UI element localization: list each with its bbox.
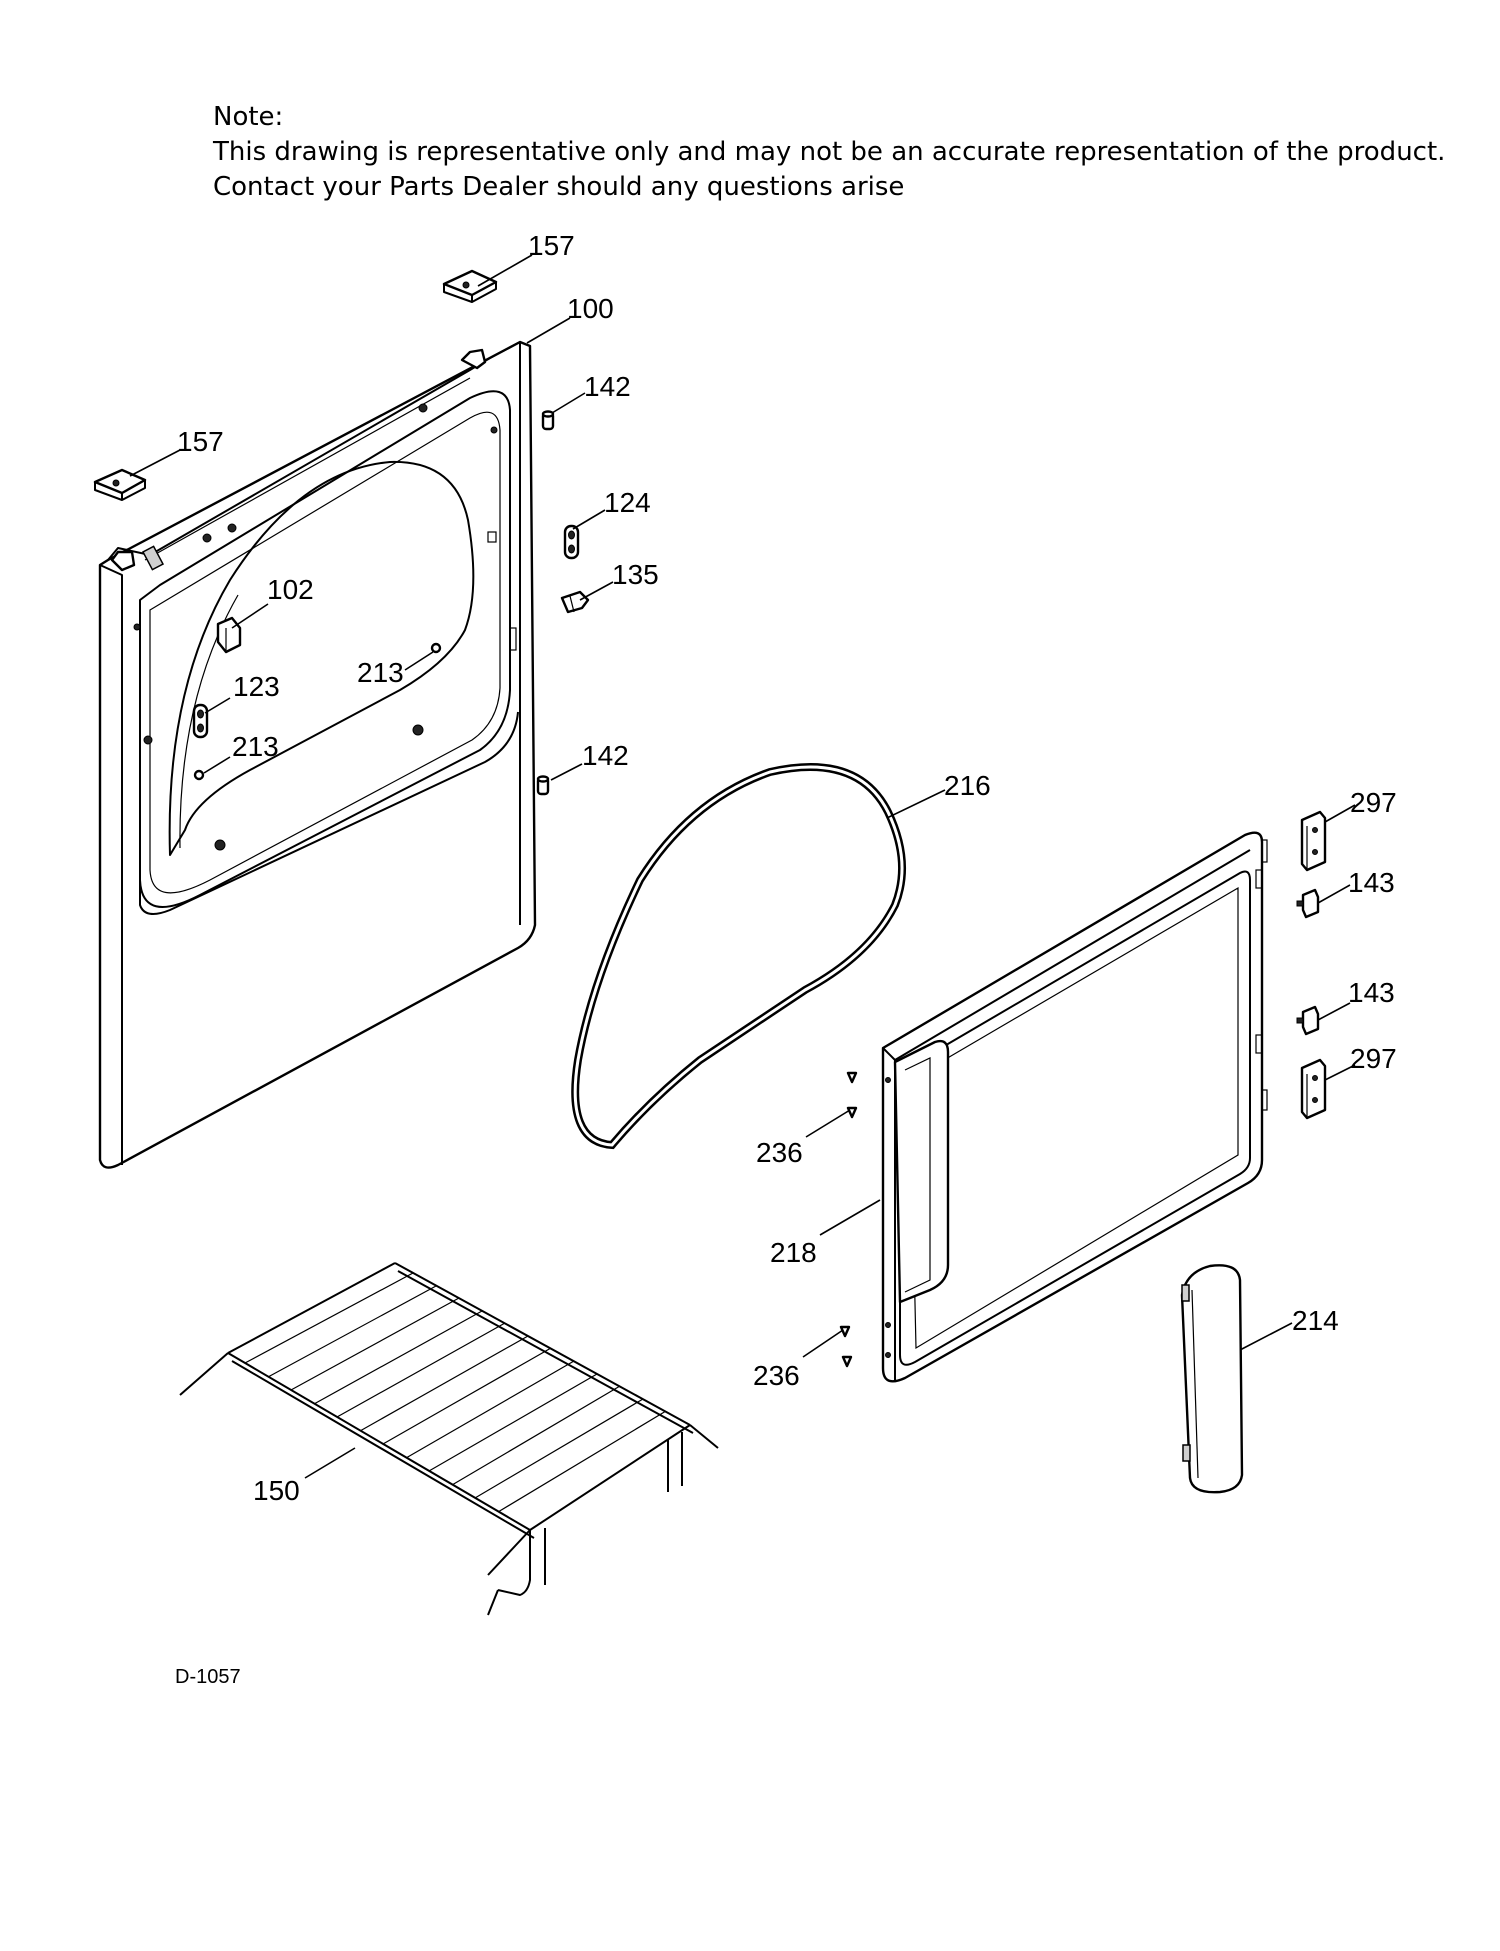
note-line-1: This drawing is representative only and … [213,137,1446,167]
callout-123: 123 [233,671,280,702]
hinge-plate-157-left [93,468,147,501]
callout-124: 124 [604,487,651,518]
diagram-code: D-1057 [175,1666,241,1688]
callout-218: 218 [770,1237,817,1268]
front-panel-part [98,340,537,1169]
callout-213-center: 213 [357,657,404,688]
bumper-142-bottom [536,775,550,796]
callout-236-top: 236 [756,1137,803,1168]
clip-135-part [560,590,590,614]
callout-297-bottom: 297 [1350,1043,1397,1074]
callout-297-top: 297 [1350,787,1397,818]
callout-236-bottom: 236 [753,1360,800,1391]
hinge-pin-143-top [1296,888,1320,919]
callout-214: 214 [1292,1305,1339,1336]
callout-216: 216 [944,770,991,801]
door-assembly-part [881,831,1268,1383]
screw-236-bottom-parts [839,1325,853,1368]
callout-142-top: 142 [584,371,631,402]
callout-143-top: 143 [1348,867,1395,898]
screw-236-top-parts [846,1071,858,1119]
hinge-297-bottom [1300,1058,1327,1120]
drying-rack-part [179,1262,719,1616]
hinge-pin-143-bottom [1296,1005,1320,1036]
callout-100: 100 [567,293,614,324]
note-line-2: Contact your Parts Dealer should any que… [213,172,905,202]
callout-102: 102 [267,574,314,605]
callout-143-bottom: 143 [1348,977,1395,1008]
door-switch-part [216,616,242,654]
bumper-142-top [541,410,555,431]
strike-plate-124-part [563,524,580,560]
strike-plate-123-part [192,703,209,739]
note-heading: Note: [213,102,284,132]
callout-213-left: 213 [232,731,279,762]
callout-157-left: 157 [177,426,224,457]
hinge-297-top [1300,810,1327,872]
callout-157-top: 157 [528,230,575,261]
door-gasket-part [571,763,907,1150]
callout-142-bottom: 142 [582,740,629,771]
leader-lines [129,254,1356,1479]
callout-150: 150 [253,1475,300,1506]
screw-213-parts [193,642,442,781]
callout-135: 135 [612,559,659,590]
hinge-plate-157-top [442,269,498,303]
door-handle-part [1180,1264,1244,1494]
